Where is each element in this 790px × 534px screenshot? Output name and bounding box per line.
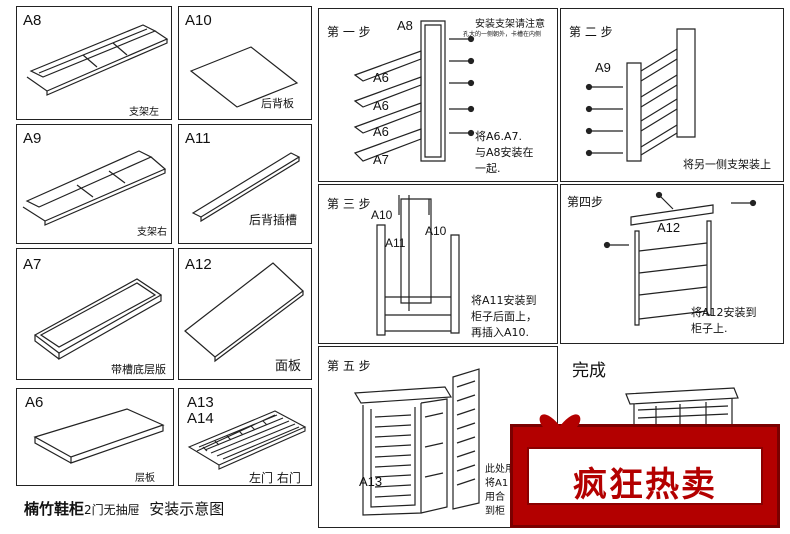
step-2-text: 将另一侧支架装上 bbox=[683, 158, 771, 171]
step-1-tag-a6-2: A6 bbox=[373, 98, 389, 113]
footer-product: 楠竹鞋柜 bbox=[24, 500, 85, 518]
step-5-title: 第 五 步 bbox=[327, 359, 371, 373]
a7-bottom-board-drawing bbox=[33, 278, 163, 361]
step-3-tag-a10-2: A10 bbox=[425, 224, 447, 238]
step-3-title: 第 三 步 bbox=[327, 197, 371, 211]
promo-inner: 疯狂热卖 bbox=[527, 447, 763, 505]
step-4-text: 将A12安装到 柜子上. bbox=[691, 306, 757, 335]
step-1-drawing bbox=[353, 20, 475, 162]
part-a13-a14-panel: A13 A14 左门 右门 bbox=[178, 388, 312, 486]
a9-frame-drawing bbox=[22, 150, 167, 226]
a6-caption: 层板 bbox=[135, 473, 155, 484]
step-1-tag-a8: A8 bbox=[397, 18, 413, 33]
ribbon-bow-icon bbox=[539, 414, 581, 447]
step-5-text: 此处用 将A1 用合 到柜 bbox=[485, 464, 515, 517]
a11-code: A11 bbox=[185, 130, 211, 147]
a11-caption: 后背插槽 bbox=[249, 213, 298, 227]
a10-code: A10 bbox=[185, 12, 212, 29]
step-2-panel: 第 二 步 A9 将另一侧支架装上 bbox=[560, 8, 784, 182]
promo-badge: 疯狂热卖 bbox=[510, 424, 780, 528]
a8-frame-drawing bbox=[26, 24, 169, 96]
a9-code: A9 bbox=[23, 130, 42, 147]
a14-code: A14 bbox=[187, 410, 214, 427]
step-1-tag-a6-3: A6 bbox=[373, 124, 389, 139]
step-1-title: 第 一 步 bbox=[327, 25, 371, 39]
part-a10-panel: A10 后背板 bbox=[178, 6, 312, 120]
footer-sub: 2门无抽屉 bbox=[84, 503, 140, 517]
step-1-tag-a7: A7 bbox=[373, 152, 389, 167]
step-3-tag-a10-1: A10 bbox=[371, 208, 393, 222]
part-a7-panel: A7 带槽底层版 bbox=[16, 248, 174, 380]
step-1-tag-a6-1: A6 bbox=[373, 70, 389, 85]
a11-slot-drawing bbox=[191, 152, 301, 223]
step-1-panel: 第 一 步 A8 A6 A6 A6 A7 安装支架请注意 孔大的一侧朝外，卡槽在… bbox=[318, 8, 558, 182]
promo-text: 疯狂热卖 bbox=[573, 465, 717, 505]
step-2-tag-a9: A9 bbox=[595, 60, 611, 75]
step-1-note-small: 孔大的一侧朝外，卡槽在内侧 bbox=[463, 31, 542, 38]
done-title: 完成 bbox=[572, 361, 606, 381]
step-1-text: 将A6.A7. 与A8安装在 一起. bbox=[475, 130, 534, 175]
part-a11-panel: A11 后背插槽 bbox=[178, 124, 312, 244]
step-4-drawing bbox=[603, 191, 757, 326]
doors-caption: 左门 右门 bbox=[249, 471, 301, 485]
step-4-title: 第四步 bbox=[567, 195, 604, 209]
a9-caption: 支架右 bbox=[137, 227, 167, 238]
done-panel: 完成 bbox=[560, 346, 782, 426]
a13-code: A13 bbox=[187, 394, 214, 411]
step-5-drawing bbox=[353, 368, 480, 516]
part-a9-panel: A9 支架右 bbox=[16, 124, 172, 244]
step-5-tag-a13: A13 bbox=[359, 474, 383, 489]
step-2-drawing bbox=[585, 28, 696, 162]
part-a8-panel: A8 支架左 bbox=[16, 6, 172, 120]
step-1-note-title: 安装支架请注意 bbox=[475, 19, 545, 30]
part-a12-panel: A12 面板 bbox=[178, 248, 312, 380]
a8-caption: 支架左 bbox=[129, 107, 159, 118]
step-2-title: 第 二 步 bbox=[569, 25, 613, 39]
a7-caption: 带槽底层版 bbox=[111, 363, 166, 376]
a6-code: A6 bbox=[25, 394, 44, 411]
a6-shelf-drawing bbox=[33, 408, 165, 464]
footer-title: 楠竹鞋柜2门无抽屉 安装示意图 bbox=[24, 498, 224, 519]
step-4-tag-a12: A12 bbox=[657, 220, 681, 235]
door-drawing bbox=[187, 410, 307, 470]
a10-caption: 后背板 bbox=[261, 97, 294, 110]
step-3-panel: 第 三 步 A10 A11 A10 将A11安装到 柜子后面上， 再插入A10. bbox=[318, 184, 558, 344]
a8-code: A8 bbox=[23, 12, 42, 29]
a12-caption: 面板 bbox=[275, 359, 302, 374]
a7-code: A7 bbox=[23, 256, 42, 273]
step-3-drawing bbox=[376, 195, 460, 336]
a10-board-drawing bbox=[189, 46, 299, 108]
step-3-tag-a11: A11 bbox=[385, 236, 406, 250]
a12-code: A12 bbox=[185, 256, 212, 273]
footer-desc: 安装示意图 bbox=[149, 500, 225, 518]
step-4-panel: 第四步 A12 将A12安装到 柜子上. bbox=[560, 184, 784, 344]
a12-top-panel-drawing bbox=[184, 262, 304, 363]
step-3-text: 将A11安装到 柜子后面上， 再插入A10. bbox=[471, 294, 537, 339]
part-a6-panel: A6 层板 bbox=[16, 388, 174, 486]
done-drawing bbox=[625, 387, 739, 426]
